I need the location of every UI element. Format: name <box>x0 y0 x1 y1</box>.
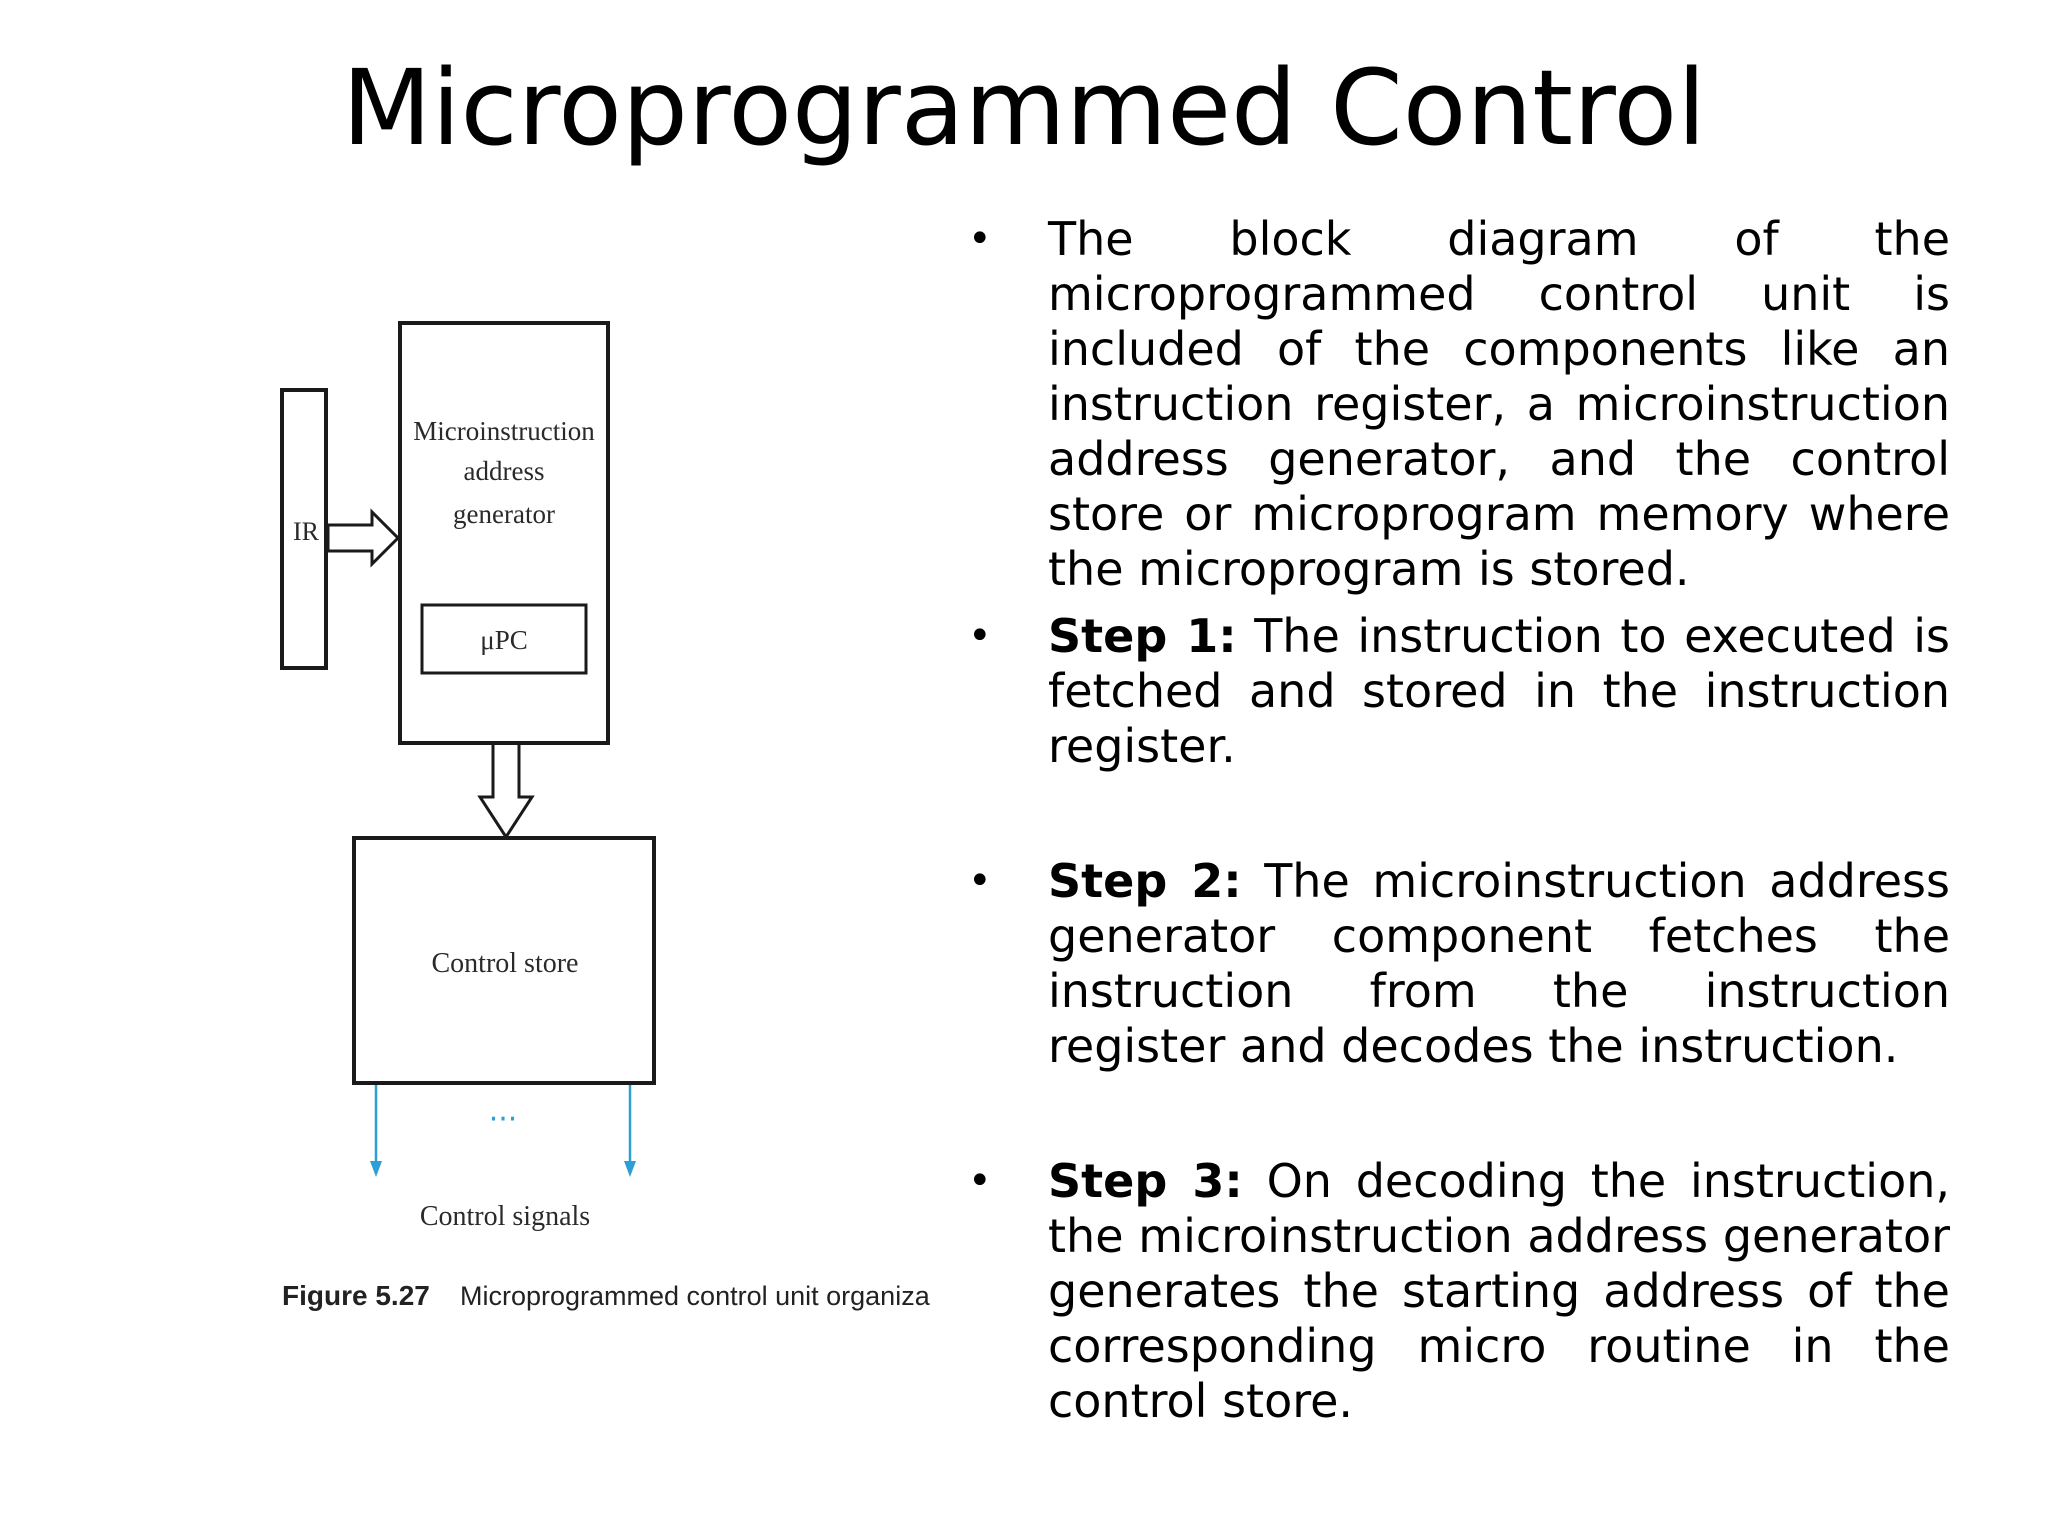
block-diagram: IR Microinstruction address generator μP… <box>280 321 930 1311</box>
bullet-dot: • <box>968 858 992 904</box>
figure-number: Figure 5.27 <box>282 1280 430 1311</box>
control-store-label: Control store <box>432 948 579 979</box>
step-label: Step 1: <box>1048 609 1237 663</box>
control-signals-label: Control signals <box>420 1201 590 1232</box>
bullet-dot: • <box>968 613 992 659</box>
bullet-list: • The block diagram of the microprogramm… <box>960 212 1950 1429</box>
bullet-item-step-3: • Step 3: On decoding the instruction, t… <box>960 1154 1950 1429</box>
address-generator-box <box>398 321 610 745</box>
control-signal-arrowhead-left <box>370 1161 382 1177</box>
ir-label: IR <box>293 517 320 546</box>
figure-caption: Microprogrammed control unit organizatio… <box>460 1281 930 1311</box>
block-diagram-figure: IR Microinstruction address generator μP… <box>270 305 930 1365</box>
ir-register-box <box>280 388 328 670</box>
generator-to-store-arrow <box>477 745 535 840</box>
bullet-text: On decoding the instruction, the microin… <box>1048 1154 1951 1428</box>
ellipsis-dots: ··· <box>489 1102 518 1137</box>
ir-to-generator-arrow <box>326 508 401 568</box>
bullet-text: The microinstruction address generator c… <box>1048 854 1950 1073</box>
bullet-text: The instruction to executed is fetched a… <box>1048 609 1950 773</box>
slide-title: Microprogrammed Control <box>341 47 1707 169</box>
upc-register-box <box>420 603 588 675</box>
bullet-dot: • <box>968 1158 992 1204</box>
generator-label-line-3: generator <box>453 499 555 529</box>
bullet-text: The block diagram of the microprogrammed… <box>1048 212 1950 596</box>
control-signal-arrowhead-right <box>624 1161 636 1177</box>
bullet-item-step-2: • Step 2: The microinstruction address g… <box>960 854 1950 1074</box>
upc-label: μPC <box>480 625 528 655</box>
generator-label-line-1: Microinstruction <box>413 416 595 446</box>
step-label: Step 2: <box>1048 854 1242 908</box>
step-label: Step 3: <box>1048 1154 1243 1208</box>
control-store-box <box>352 836 656 1085</box>
generator-label-line-2: address <box>464 456 545 486</box>
bullet-item-step-1: • Step 1: The instruction to executed is… <box>960 609 1950 774</box>
bullet-dot: • <box>968 216 992 262</box>
bullet-item-intro: • The block diagram of the microprogramm… <box>960 212 1950 597</box>
